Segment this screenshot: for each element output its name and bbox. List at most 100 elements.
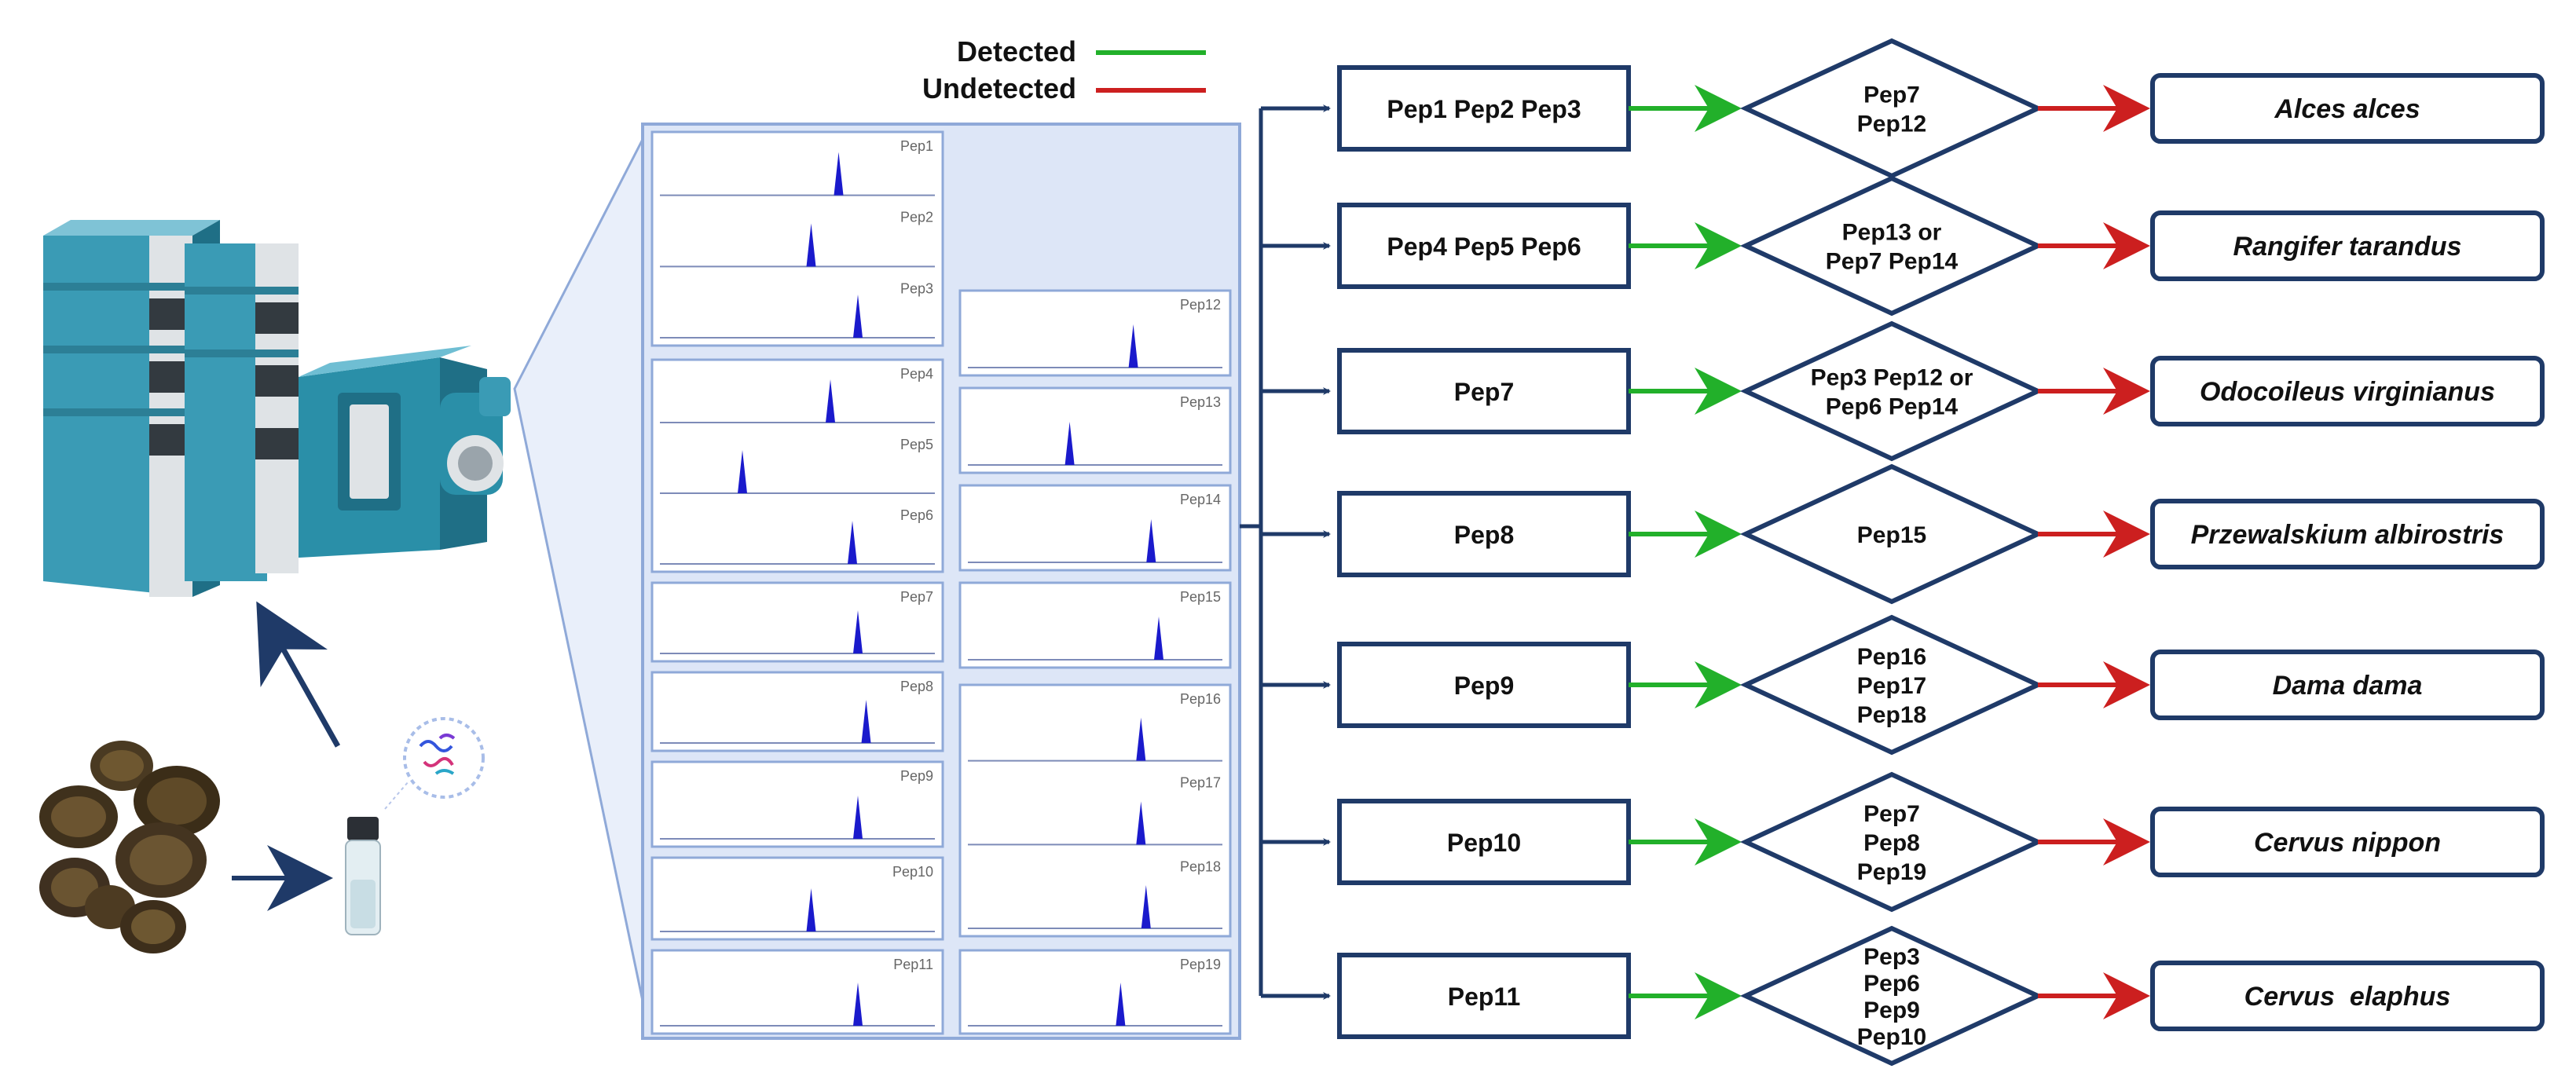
chromatogram-peak	[1136, 801, 1146, 845]
exclusion-text: Pep3	[1863, 944, 1920, 970]
exclusion-text: Pep6 Pep14	[1826, 394, 1959, 420]
chromatogram-label: Pep12	[1180, 297, 1221, 313]
marker-text: Pep11	[1448, 983, 1521, 1011]
marker-text: Pep10	[1447, 829, 1521, 857]
chromatogram-label: Pep10	[892, 864, 933, 880]
species-name: Przewalskium albirostris	[2191, 520, 2505, 550]
vial-to-instrument-arrow	[256, 601, 341, 748]
species-box	[2150, 210, 2545, 281]
chromatogram-box	[650, 581, 944, 663]
chromatogram-label: Pep13	[1180, 394, 1221, 410]
marker-box	[1337, 348, 1631, 434]
exclusion-text: Pep15	[1857, 522, 1926, 548]
exclusion-text: Pep7	[1863, 801, 1920, 827]
marker-box	[1337, 491, 1631, 577]
antler-slices-icon	[39, 741, 220, 953]
chromatogram-box	[650, 130, 944, 347]
chromatogram-peak	[853, 610, 863, 653]
chromatogram-peak	[853, 295, 863, 338]
chromatogram-label: Pep3	[900, 280, 933, 296]
chromatogram-peak	[1116, 983, 1126, 1026]
chromatogram-box	[958, 289, 1232, 377]
species-box	[2150, 961, 2545, 1031]
chromatogram-box	[650, 358, 944, 573]
chromatogram-label: Pep1	[900, 138, 933, 154]
exclusion-text: Pep18	[1857, 702, 1926, 728]
chromatogram-box	[650, 949, 944, 1035]
marker-text: Pep1 Pep2 Pep3	[1387, 95, 1581, 123]
flow-row: Pep8 Pep15 Przewalskium albirostris	[1261, 463, 2545, 605]
chromatogram-box	[958, 386, 1232, 474]
chromatogram-peak	[738, 450, 747, 493]
chromatogram-label: Pep15	[1180, 589, 1221, 605]
chromatogram-peak	[1064, 422, 1075, 465]
chromatogram-label: Pep14	[1180, 492, 1221, 507]
exclusion-text: Pep9	[1863, 997, 1920, 1023]
chromatogram-label: Pep7	[900, 589, 933, 605]
species-box	[2150, 650, 2545, 720]
sample-vial-icon	[345, 817, 381, 935]
chromatogram-box	[958, 949, 1232, 1035]
chromatogram-peak	[861, 700, 871, 743]
exclusion-text: Pep7 Pep14	[1826, 249, 1959, 275]
chromatogram-label: Pep5	[900, 437, 933, 452]
chromatogram-peak	[1128, 324, 1138, 368]
chromatogram-label: Pep11	[893, 957, 933, 972]
chromatogram-box	[650, 760, 944, 848]
marker-text: Pep8	[1454, 521, 1514, 549]
chromatogram-label: Pep2	[900, 210, 933, 225]
chromatogram-label: Pep18	[1180, 858, 1221, 874]
exclusion-text: Pep19	[1857, 859, 1926, 885]
chromatogram-peak	[853, 796, 863, 839]
marker-box	[1337, 799, 1631, 885]
exclusion-diamond	[1739, 175, 2044, 317]
marker-box	[1337, 65, 1631, 152]
exclusion-text: Pep13 or	[1842, 220, 1942, 246]
chromatogram-peak	[806, 223, 816, 267]
chromatogram-peak	[1136, 717, 1146, 761]
marker-text: Pep9	[1454, 672, 1514, 700]
species-box	[2150, 356, 2545, 426]
exclusion-text: Pep3 Pep12 or	[1811, 365, 1973, 391]
chromatogram-label: Pep4	[900, 366, 933, 382]
chromatogram-box	[958, 484, 1232, 572]
species-box	[2150, 807, 2545, 877]
chromatogram-label: Pep6	[900, 507, 933, 523]
chromatogram-box	[650, 856, 944, 941]
exclusion-diamond	[1739, 320, 2044, 462]
exclusion-text: Pep12	[1857, 112, 1926, 137]
species-name: Cervus nippon	[2254, 828, 2441, 858]
chromatogram-label: Pep17	[1180, 775, 1221, 791]
species-name: Cervus elaphus	[2244, 982, 2451, 1012]
exclusion-text: Pep6	[1863, 971, 1920, 997]
exclusion-diamond	[1739, 38, 2044, 179]
chromatogram-peak	[1141, 885, 1151, 928]
species-box	[2150, 73, 2545, 144]
chromatogram-box	[958, 581, 1232, 669]
chromatogram-peak	[834, 152, 844, 196]
marker-text: Pep4 Pep5 Pep6	[1387, 232, 1581, 261]
species-name: Dama dama	[2273, 671, 2423, 701]
chromatogram-label: Pep8	[900, 679, 933, 694]
chromatogram-peak	[1154, 617, 1163, 660]
marker-text: Pep7	[1454, 378, 1514, 406]
peptide-bubble-icon	[384, 717, 485, 810]
chromatogram-label: Pep19	[1180, 957, 1221, 972]
exclusion-text: Pep16	[1857, 644, 1926, 670]
chromatogram-box	[958, 683, 1232, 938]
species-box	[2150, 499, 2545, 569]
lc-ms-instrument-icon	[43, 220, 511, 597]
chromatogram-label: Pep16	[1180, 691, 1221, 707]
chromatogram-grid: Pep1Pep2Pep3Pep4Pep5Pep6Pep7Pep8Pep9Pep1…	[650, 130, 1232, 1035]
flow-row: Pep7 Pep3 Pep12 or Pep6 Pep14 Odocoileus vi…	[1261, 320, 2545, 462]
species-name: Odocoileus virginianus	[2200, 377, 2495, 407]
zoom-projection	[513, 123, 652, 1039]
chromatogram-peak	[1146, 519, 1156, 562]
exclusion-text: Pep8	[1863, 830, 1920, 856]
chromatogram-label: Pep9	[900, 768, 933, 784]
